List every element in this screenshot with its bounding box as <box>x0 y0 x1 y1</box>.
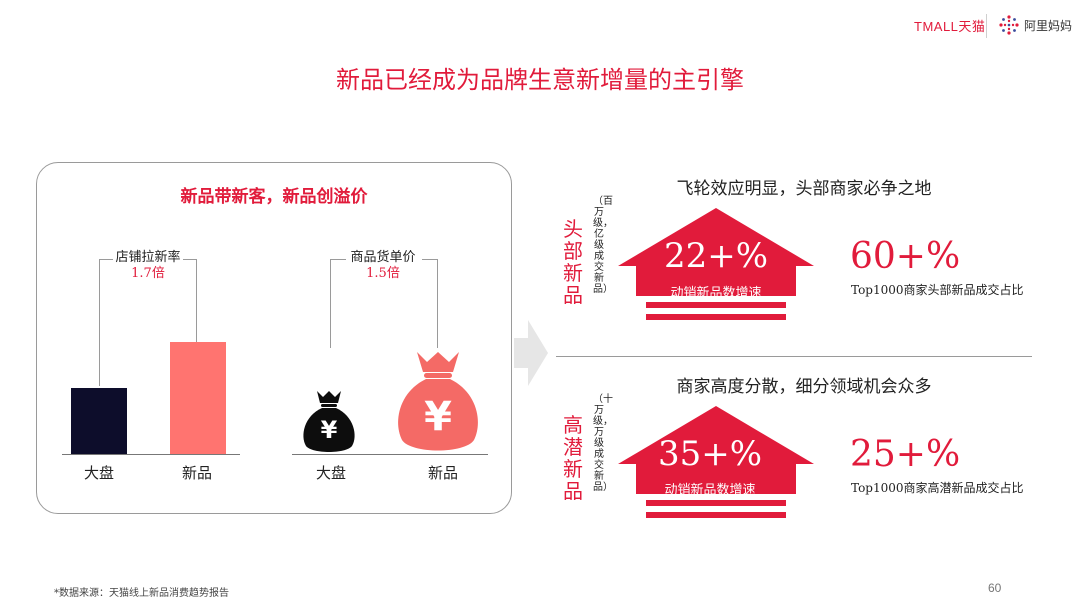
bracket-right-top-l <box>330 259 346 260</box>
bottom-growth-arrow-icon <box>618 406 814 518</box>
page-number: 60 <box>988 581 1002 595</box>
bottom-arrow-value: 35+% <box>657 434 763 474</box>
bar-dapan <box>71 388 127 454</box>
metric-value-unit-price: 1.5倍 <box>366 266 400 281</box>
bag-label-dapan: 大盘 <box>315 464 346 482</box>
new-product-panel <box>36 162 512 514</box>
logo-divider <box>986 14 987 38</box>
transition-arrow-icon <box>514 320 548 386</box>
bracket-right-top-r <box>422 259 438 260</box>
alimama-logo: 阿里妈妈 <box>998 14 1072 36</box>
top-vertical-label: 头部新品 <box>563 217 583 307</box>
bracket-left-top-r <box>183 259 197 260</box>
bar-label-xinpin: 新品 <box>181 464 212 482</box>
top-section-heading: 飞轮效应明显，头部商家必争之地 <box>676 179 932 199</box>
bottom-arrow-caption: 动销新品数增速 <box>664 483 756 498</box>
alimama-logo-icon <box>999 15 1019 35</box>
top-stat-value: 60+% <box>850 236 961 277</box>
bar-label-dapan: 大盘 <box>83 464 114 482</box>
footnote: *数据来源：天猫线上新品消费趋势报告 <box>54 588 229 599</box>
bracket-left-top-l <box>99 259 113 260</box>
bags-baseline <box>292 454 488 455</box>
top-vertical-note: （百万级，亿级成交新品） <box>593 196 613 295</box>
panel-title: 新品带新客，新品创溢价 <box>180 187 368 207</box>
bottom-vertical-note: （十万级，万级成交新品） <box>593 394 613 493</box>
bag-yen-symbol: ¥ <box>321 416 338 444</box>
metric-value-new-customer: 1.7倍 <box>131 266 165 281</box>
bar-xinpin <box>170 342 226 454</box>
page-title: 新品已经成为品牌生意新增量的主引擎 <box>336 66 744 94</box>
bag-yen-symbol-large: ¥ <box>424 394 452 440</box>
metric-label-unit-price: 商品货单价 <box>350 250 416 265</box>
bottom-stat-value: 25+% <box>850 434 961 475</box>
money-bag-dapan-icon: ¥ <box>303 391 355 452</box>
bars-baseline <box>62 454 240 455</box>
bracket-right-sides <box>330 260 438 348</box>
bottom-vertical-label: 高潜新品 <box>563 413 583 503</box>
top-arrow-caption: 动销新品数增速 <box>670 286 762 301</box>
top-stat-caption: Top1000商家头部新品成交占比 <box>851 283 1024 297</box>
alimama-logo-text: 阿里妈妈 <box>1024 18 1073 33</box>
money-bag-xinpin-icon: ¥ <box>398 352 478 451</box>
top-growth-arrow-icon <box>618 208 814 320</box>
bottom-stat-caption: Top1000商家高潜新品成交占比 <box>851 481 1024 495</box>
section-divider <box>556 356 1032 357</box>
metric-label-new-customer: 店铺拉新率 <box>115 250 181 265</box>
bottom-section-heading: 商家高度分散，细分领域机会众多 <box>676 377 932 397</box>
tmall-logo: TMALL天猫 <box>914 19 986 34</box>
bag-label-xinpin: 新品 <box>427 464 458 482</box>
top-arrow-value: 22+% <box>663 236 769 276</box>
bracket-left-sides <box>99 260 197 386</box>
